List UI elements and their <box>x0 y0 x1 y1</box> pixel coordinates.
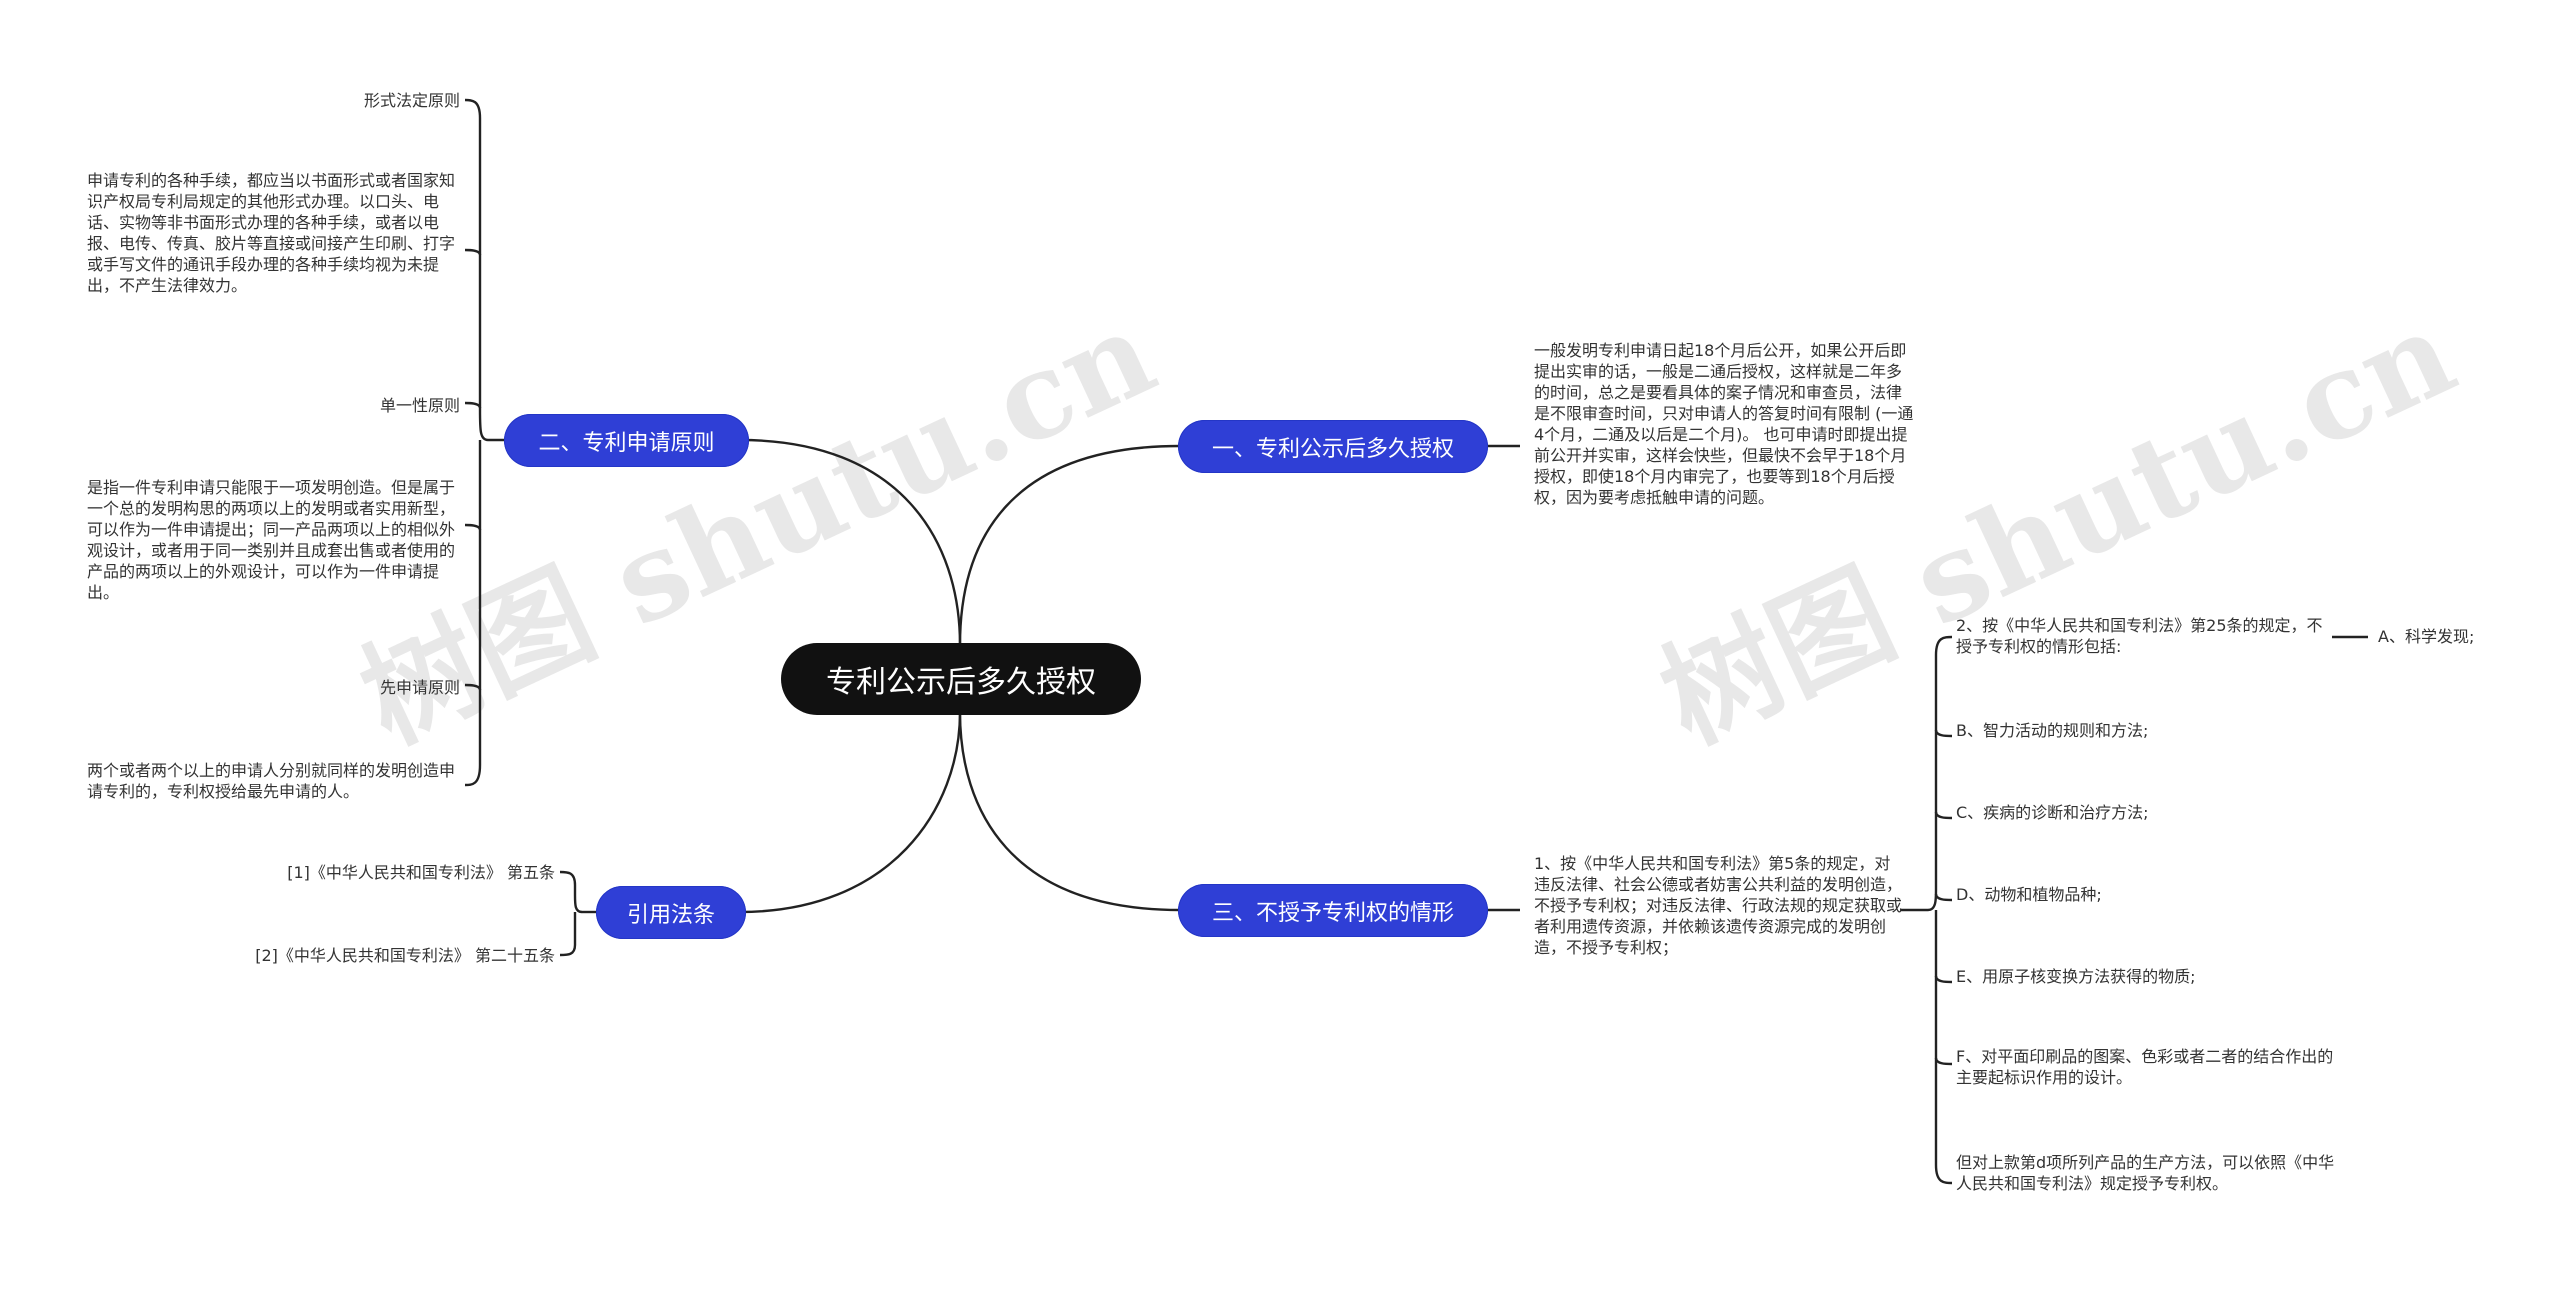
tick-b3-b <box>1934 729 1953 738</box>
root-node[interactable]: 专利公示后多久授权 <box>781 643 1141 715</box>
branch-node-b4[interactable]: 引用法条 <box>596 886 746 939</box>
b3-item-f: F、对平面印刷品的图案、色彩或者二者的结合作出的主要起标识作用的设计。 <box>1956 1047 2334 1087</box>
tick-b2-3 <box>464 523 482 531</box>
b3-item-2: 2、按《中华人民共和国专利法》第25条的规定，不授予专利权的情形包括: <box>1956 616 2323 656</box>
b3-detail-text: 1、按《中华人民共和国专利法》第5条的规定，对违反法律、社会公德或者妨害公共利益… <box>1534 854 1903 957</box>
b3-item-a: A、科学发现; <box>2378 627 2475 646</box>
bracket-b4 <box>559 870 583 957</box>
link-root-b4 <box>739 711 962 914</box>
b2-item-formal: 形式法定原则 <box>363 91 460 110</box>
tick-b3-e <box>1934 975 1953 984</box>
b2-item-unity-detail: 是指一件专利申请只能限于一项发明创造。但是属于一个总的发明构思的两项以上的发明或… <box>87 478 456 602</box>
b2-item-unity: 单一性原则 <box>379 396 460 415</box>
b4-item-2: [2]《中华人民共和国专利法》 第二十五条 <box>255 946 555 965</box>
branch-node-b3[interactable]: 三、不授予专利权的情形 <box>1178 884 1488 937</box>
tick-b3-c <box>1934 811 1953 820</box>
b3-item-exception: 但对上款第d项所列产品的生产方法，可以依照《中华人民共和国专利法》规定授予专利权… <box>1956 1153 2335 1193</box>
b3-item-b: B、智力活动的规则和方法; <box>1956 721 2149 740</box>
b3-item-e: E、用原子核变换方法获得的物质; <box>1956 967 2196 986</box>
tick-b3-f <box>1934 1057 1953 1066</box>
tick-b2-1 <box>464 248 482 256</box>
b4-item-1: [1]《中华人民共和国专利法》 第五条 <box>287 863 555 882</box>
tick-b2-2 <box>464 401 482 409</box>
bracket-b3 <box>1927 635 1953 1185</box>
branch-node-b1[interactable]: 一、专利公示后多久授权 <box>1178 420 1488 473</box>
b3-item-c: C、疾病的诊断和治疗方法; <box>1956 803 2149 822</box>
b2-item-first-detail: 两个或者两个以上的申请人分别就同样的发明创造申请专利的，专利权授给最先申请的人。 <box>87 761 456 801</box>
b3-item-d: D、动物和植物品种; <box>1956 885 2102 904</box>
link-root-b2 <box>739 438 962 646</box>
tick-b3-d <box>1934 893 1953 902</box>
b1-detail-text: 一般发明专利申请日起18个月后公开，如果公开后即提出实审的话，一般是二通后授权，… <box>1534 341 1914 507</box>
bracket-b2 <box>464 98 489 787</box>
b2-item-first: 先申请原则 <box>379 678 460 697</box>
link-root-b3 <box>958 711 1181 912</box>
b2-item-formal-detail: 申请专利的各种手续，都应当以书面形式或者国家知识产权局专利局规定的其他形式办理。… <box>87 171 456 295</box>
branch-node-b2[interactable]: 二、专利申请原则 <box>504 414 749 467</box>
tick-b2-4 <box>464 683 482 691</box>
link-root-b1 <box>958 444 1181 646</box>
